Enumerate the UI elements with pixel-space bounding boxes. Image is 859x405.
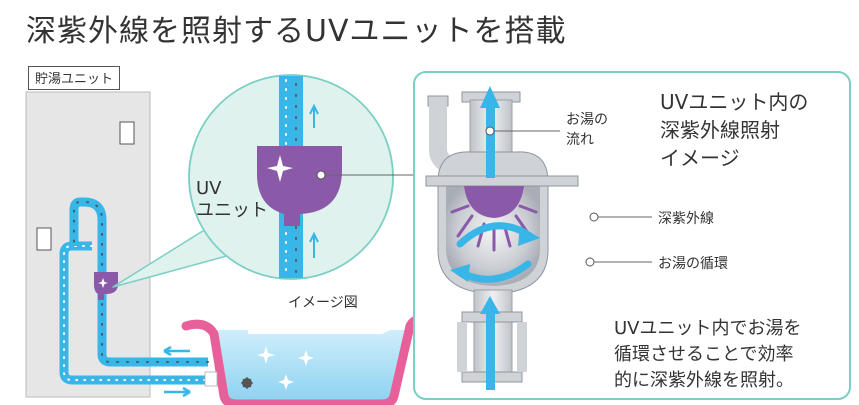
uv-light-label: 深紫外線 bbox=[658, 211, 714, 227]
circulation-pipes bbox=[59, 197, 213, 398]
tank-window-icon bbox=[36, 227, 52, 251]
flow-label: お湯の 流れ bbox=[566, 112, 608, 148]
tank-window-icon bbox=[119, 121, 135, 145]
bathtub bbox=[181, 313, 431, 405]
image-caption: イメージ図 bbox=[288, 295, 358, 311]
uv-unit-detail-panel bbox=[413, 71, 851, 400]
uv-unit-label: UV ユニット bbox=[196, 178, 268, 221]
uv-unit-zoom-bubble bbox=[112, 74, 415, 288]
storage-tank-label: 貯湯ユニット bbox=[28, 66, 121, 90]
panel-description: UVユニット内でお湯を 循環させることで効率 的に深紫外線を照射。 bbox=[614, 318, 802, 391]
circulation-label: お湯の循環 bbox=[658, 256, 728, 272]
page-title: 深紫外線を照射するUVユニットを搭載 bbox=[26, 14, 567, 49]
panel-heading: UVユニット内の 深紫外線照射 イメージ bbox=[660, 90, 809, 170]
